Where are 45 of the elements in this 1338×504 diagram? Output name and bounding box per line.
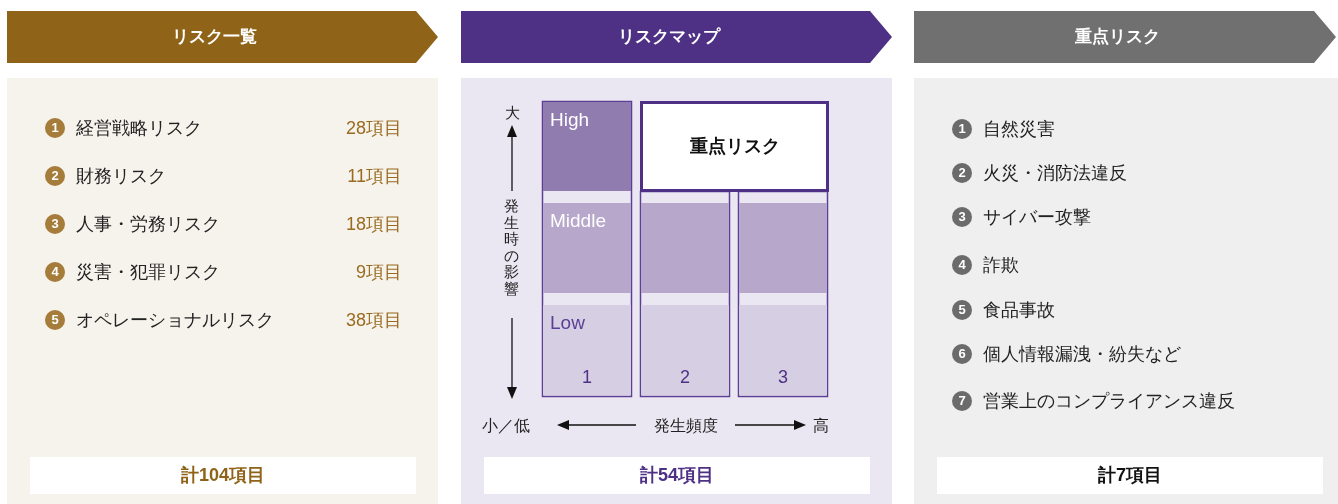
axis-label: 発生頻度 xyxy=(653,416,719,436)
list-text: 個人情報漏洩・紛失など xyxy=(983,343,1182,366)
grid-cell xyxy=(543,102,631,191)
chevron-banner: リスク一覧 xyxy=(7,11,438,63)
focus-box: 重点リスク xyxy=(640,101,829,192)
level-label: High xyxy=(550,108,590,132)
axis-label: 発生時の影響 xyxy=(504,198,519,297)
level-label: Middle xyxy=(550,209,606,233)
list-text: 38項目 xyxy=(344,309,402,332)
total-box: 計7項目 xyxy=(937,457,1323,494)
list-text: 28項目 xyxy=(344,117,402,140)
grid-cell xyxy=(543,203,631,293)
list-text: 災害・犯罪リスク xyxy=(76,261,221,284)
axis-label: 小／低 xyxy=(482,416,531,436)
list-text: 食品事故 xyxy=(983,299,1056,322)
list-text: 詐欺 xyxy=(983,254,1020,277)
grid-cell xyxy=(739,305,827,395)
list-text: 人事・労務リスク xyxy=(76,213,221,236)
grid-cell xyxy=(543,305,631,395)
grid-cell xyxy=(641,203,729,293)
panel xyxy=(461,78,892,504)
list-text: 11項目 xyxy=(346,165,402,188)
grid-cell xyxy=(739,203,827,293)
panel xyxy=(7,78,438,504)
column-number: 3 xyxy=(777,366,789,389)
axis-label: 高 xyxy=(813,416,830,436)
column-number: 1 xyxy=(581,366,593,389)
panel xyxy=(914,78,1338,504)
list-text: 営業上のコンプライアンス違反 xyxy=(983,390,1236,413)
list-text: 経営戦略リスク xyxy=(76,117,203,140)
column-number: 2 xyxy=(679,366,691,389)
list-text: 9項目 xyxy=(355,261,402,284)
grid-cell xyxy=(641,305,729,395)
list-text: サイバー攻撃 xyxy=(983,206,1092,229)
list-text: オペレーショナルリスク xyxy=(76,309,275,332)
total-box: 計54項目 xyxy=(484,457,870,494)
chevron-banner: 重点リスク xyxy=(914,11,1336,63)
list-text: 18項目 xyxy=(344,213,402,236)
list-text: 財務リスク xyxy=(76,165,167,188)
list-text: 火災・消防法違反 xyxy=(983,162,1128,185)
axis-label: 大 xyxy=(503,103,521,123)
chevron-banner: リスクマップ xyxy=(461,11,892,63)
list-text: 自然災害 xyxy=(983,118,1056,141)
total-box: 計104項目 xyxy=(30,457,416,494)
level-label: Low xyxy=(550,311,585,335)
